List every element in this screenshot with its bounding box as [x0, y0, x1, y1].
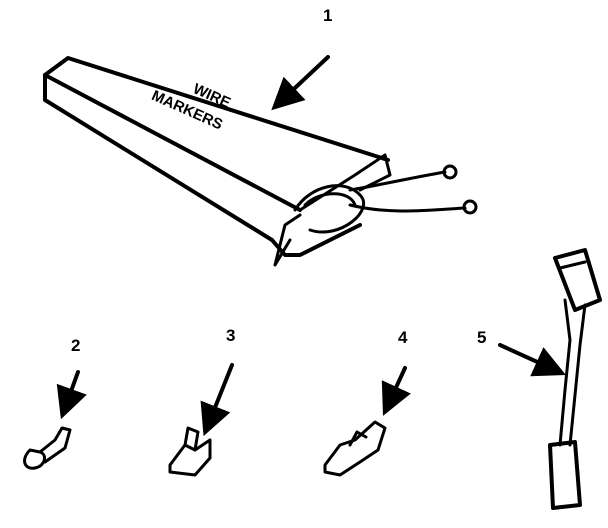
callout-5: 5	[477, 328, 487, 347]
callout-1: 1	[323, 6, 333, 25]
callout-arrow-5	[498, 343, 566, 377]
callout-arrow-4	[381, 366, 411, 416]
wire-marker-box: WIRE MARKERS	[43, 56, 478, 267]
callout-arrow-2	[56, 370, 87, 420]
spade-terminal	[168, 426, 212, 477]
connector-harness	[548, 248, 602, 510]
terminal	[323, 420, 387, 477]
callout-arrow-3	[200, 363, 234, 437]
callout-2: 2	[71, 336, 81, 355]
box-label: WIRE MARKERS	[149, 80, 233, 133]
callout-3: 3	[226, 326, 236, 345]
ring-terminal	[23, 426, 72, 470]
callout-4: 4	[398, 328, 408, 347]
callout-arrow-1	[271, 55, 330, 111]
